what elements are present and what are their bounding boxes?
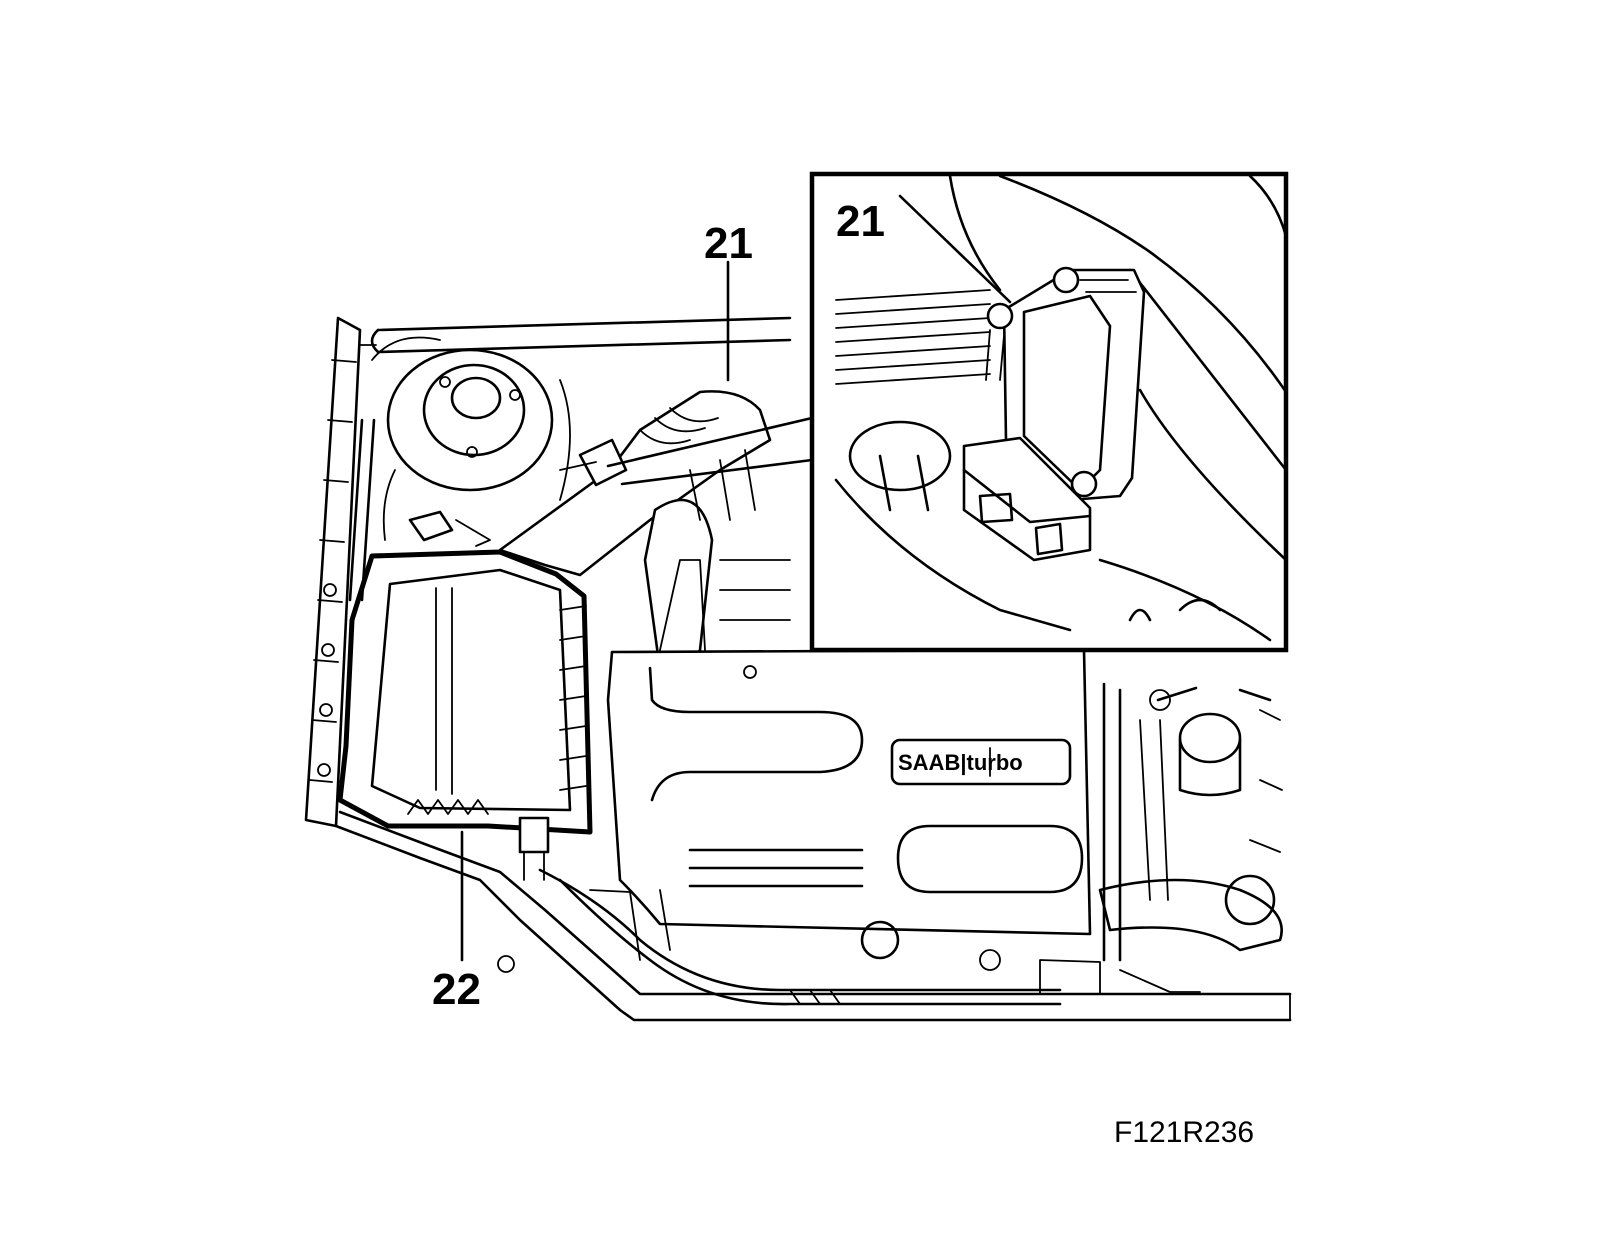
cowl-bar [359,316,792,354]
strut-tower [371,336,571,541]
engine-cover [606,559,1092,936]
callout-22-main: 22 [432,965,481,1014]
inset-connector-lines [606,416,814,486]
washer-pipe [348,418,376,602]
saab-turbo-logo-plate [890,738,1072,786]
figure-id: F121R236 [1114,1116,1254,1149]
callout-21-main: 21 [704,219,753,268]
lower-harness [538,868,1201,1006]
saab-turbo-logo-text: SAAB|turbo [898,750,1023,775]
callout-21-inset: 21 [836,197,885,246]
right-side-components [1098,682,1283,962]
front-crossmember [334,810,1292,1022]
maf-connector [962,436,1092,562]
inset-illustration [834,174,1288,642]
inset-detail [809,171,1289,653]
intake-hose [498,390,772,674]
air-filter-box [337,510,593,881]
